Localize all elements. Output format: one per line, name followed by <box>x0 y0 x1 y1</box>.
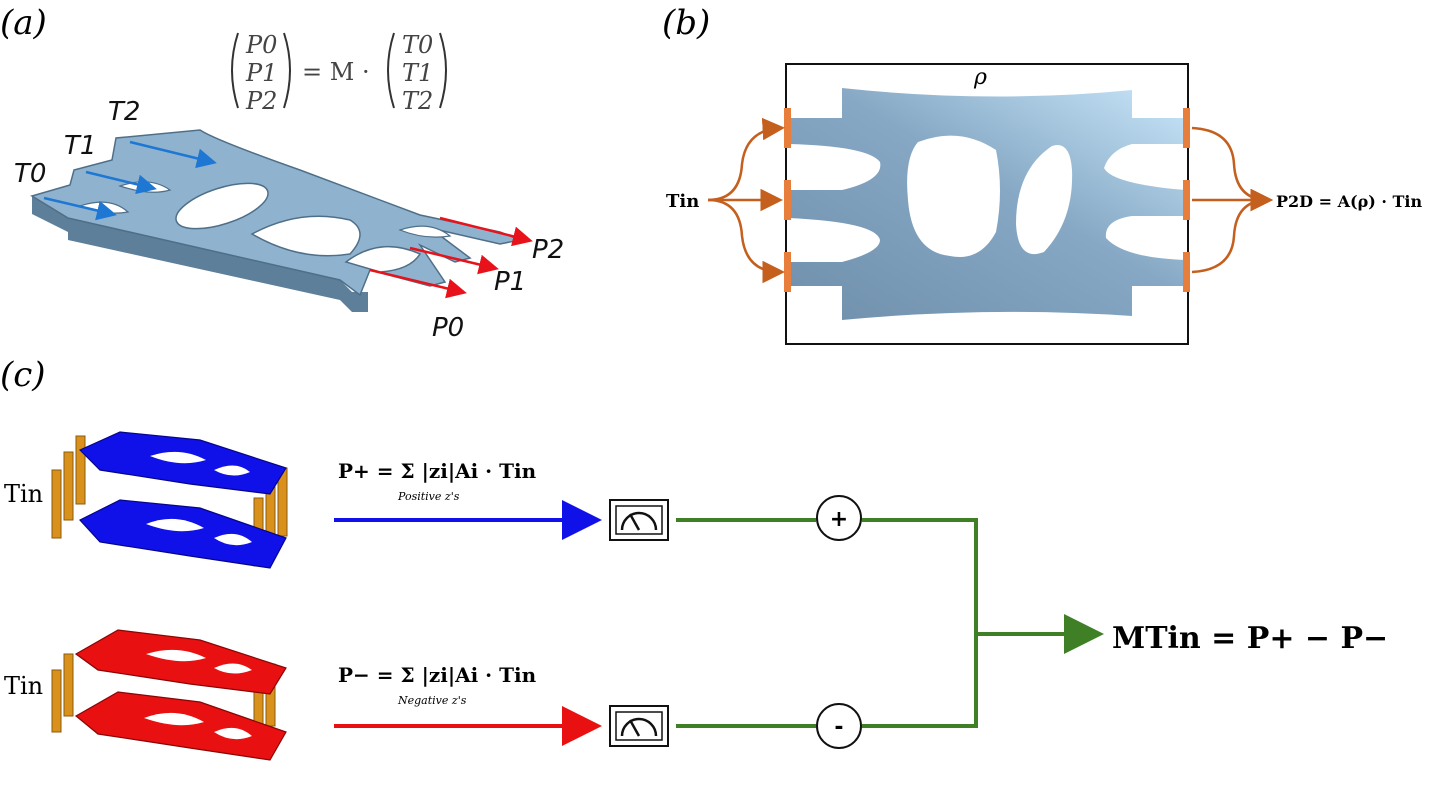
eq-rhs-2: T2 <box>402 87 433 115</box>
panel-a-label: (a) <box>0 3 47 43</box>
eq-lhs-1: P1 <box>245 59 277 87</box>
port-p0-label: P0 <box>432 313 464 343</box>
eq-rhs-0: T0 <box>402 31 433 59</box>
output-fan-b <box>1191 126 1273 274</box>
device-3d <box>30 129 523 312</box>
negative-equation: P− = Σ |zi|Ai · Tin Negative z's <box>338 663 537 707</box>
negative-sum-label: Negative z's <box>397 694 467 707</box>
output-arrow-0 <box>369 268 467 299</box>
minus-node: - <box>816 703 862 749</box>
output-arrow-1 <box>409 246 499 275</box>
matrix-equation: P0 P1 P2 = M · T0 T1 T2 <box>231 31 447 115</box>
panel-c: (c) Tin <box>0 355 1388 761</box>
port-t2-label: T2 <box>108 97 140 127</box>
panel-b-label: (b) <box>662 3 710 43</box>
output-equation-b: P2D = A(ρ) · Tin <box>1276 192 1422 211</box>
panel-c-label: (c) <box>0 355 46 395</box>
positive-sum-label: Positive z's <box>397 490 460 503</box>
port-p2-label: P2 <box>532 235 564 265</box>
output-arrows <box>369 216 533 299</box>
port-t1-label: T1 <box>64 131 96 161</box>
positive-input-label: Tin <box>4 480 43 508</box>
input-label-b: Tin <box>666 191 699 212</box>
minus-sign: - <box>834 715 843 740</box>
eq-lhs-2: P2 <box>245 87 277 115</box>
design-region-label: ρ <box>973 65 987 90</box>
ports-b <box>784 108 1190 292</box>
panel-b: (b) ρ Tin P2D = A(ρ) · Tin <box>662 3 1422 345</box>
output-arrow-2 <box>439 216 533 247</box>
hole-left <box>907 135 1000 257</box>
negative-equation-text: P− = Σ |zi|Ai · Tin <box>338 663 537 687</box>
output-equation-c: MTin = P+ − P− <box>1112 621 1388 656</box>
combiner-wiring <box>676 518 1104 728</box>
power-meter-icon-positive <box>609 499 669 541</box>
port-p1-label: P1 <box>494 267 526 297</box>
eq-operator: = M · <box>302 58 370 86</box>
plus-sign: + <box>830 507 848 532</box>
negative-input-label: Tin <box>4 672 43 700</box>
eq-lhs-0: P0 <box>245 31 277 59</box>
port-t0-label: T0 <box>14 159 46 189</box>
positive-equation-text: P+ = Σ |zi|Ai · Tin <box>338 459 537 483</box>
input-fan-b <box>707 117 785 284</box>
positive-equation: P+ = Σ |zi|Ai · Tin Positive z's <box>338 459 537 503</box>
input-arrow-1 <box>85 170 157 195</box>
plus-node: + <box>816 495 862 541</box>
negative-device-stack <box>51 629 287 761</box>
hole-right <box>1016 145 1073 255</box>
positive-device-stack <box>51 431 288 569</box>
input-arrow-2 <box>129 140 217 169</box>
input-arrow-0 <box>43 196 117 221</box>
panel-a: (a) P0 P1 P2 = M · T0 T1 T2 <box>0 3 564 343</box>
power-meter-icon-negative <box>609 705 669 747</box>
input-arrows <box>43 140 217 221</box>
eq-rhs-1: T1 <box>402 59 433 87</box>
